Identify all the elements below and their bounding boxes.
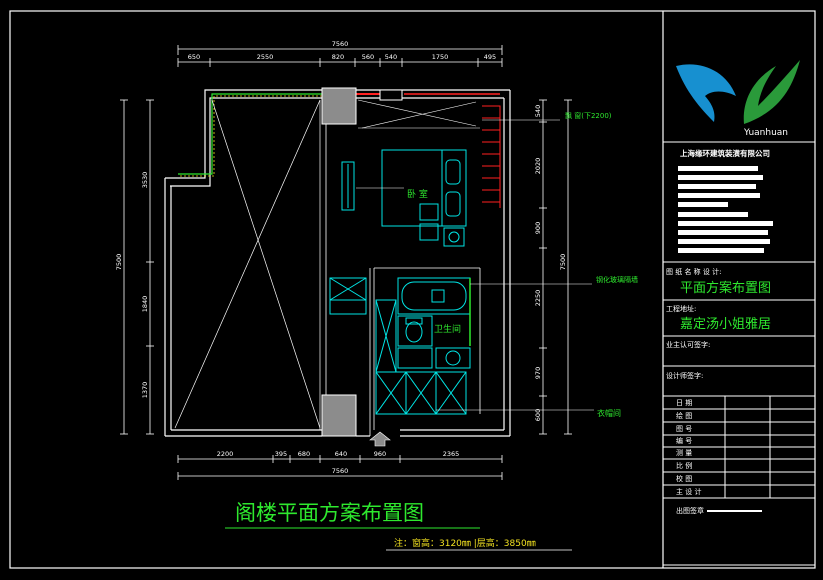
tb-row-label: 编 号	[676, 436, 692, 445]
logo-blue-leaf	[676, 64, 736, 122]
skylight-frame	[379, 89, 403, 101]
drawing-name: 平面方案布置图	[680, 280, 771, 296]
bathtub	[401, 281, 467, 311]
dim-label: 1840	[141, 296, 149, 313]
dim-label: 2365	[443, 450, 460, 458]
dim-label: 960	[374, 450, 386, 458]
dim-label: 2020	[534, 158, 542, 175]
nightstand	[443, 227, 465, 247]
dimension-top-labels: 7560 650 2550 820 560 540 1750 495	[188, 40, 496, 61]
dim-label: 3530	[141, 172, 149, 189]
dim-label: 2250	[534, 290, 542, 307]
tv-cabinet	[341, 161, 355, 211]
dimension-right	[539, 99, 572, 435]
tb-row-lines	[663, 408, 815, 499]
dimension-bottom	[177, 455, 503, 480]
release-stamp-label: 出图签章	[676, 506, 704, 515]
owner-signature-label: 业主认可签字:	[666, 340, 710, 349]
tb-row-label: 绘 图	[676, 411, 692, 420]
staircase	[482, 105, 501, 208]
logo-green-leaf	[743, 60, 800, 124]
dim-label: 560	[362, 53, 374, 61]
dim-label: 2200	[217, 450, 234, 458]
yuanhuan-logo: Yuanhuan	[676, 60, 800, 138]
dim-label: 640	[335, 450, 347, 458]
designer-signature-label: 设计师签字:	[666, 371, 703, 380]
drawing-note: 注：窗高：3120㎜ |层高：3850㎜	[394, 537, 536, 549]
sink	[445, 350, 461, 366]
tb-row-labels: 日 期 绘 图 图 号 编 号 测 量 比 例 校 图 主 设 计	[676, 399, 701, 496]
column	[321, 394, 357, 437]
interior-walls	[325, 124, 481, 436]
title-block: Yuanhuan 上海缘环建筑装潢有限公司 图 纸 名 称 设 计: 平面方案布…	[663, 60, 815, 566]
bedroom	[341, 149, 467, 247]
dim-label: 395	[275, 450, 287, 458]
wall-edge-green	[178, 93, 322, 175]
column	[321, 87, 357, 125]
entry-arrow-icon	[369, 431, 391, 447]
dim-label: 7560	[332, 467, 349, 475]
dim-label: 7500	[115, 254, 123, 271]
release-stamp-line	[707, 510, 762, 512]
logo-brand-text: Yuanhuan	[743, 128, 788, 138]
tb-row-label: 测 量	[676, 449, 692, 457]
tb-row-label: 校 图	[676, 474, 692, 483]
dimension-left	[120, 99, 154, 435]
outer-frame	[9, 10, 816, 569]
dim-label: 540	[385, 53, 397, 61]
room-label-closet: 衣帽间	[597, 408, 621, 418]
dim-label: 900	[534, 222, 542, 234]
outer-walls	[164, 89, 511, 437]
dim-label: 680	[298, 450, 310, 458]
wall-edge-yellow	[180, 95, 322, 177]
dimension-right-labels: 540 2020 900 2250 970 600 7500	[534, 105, 567, 421]
company-name: 上海缘环建筑装潢有限公司	[680, 148, 770, 158]
skylight-hatch	[357, 99, 480, 129]
dim-label: 1370	[141, 382, 149, 399]
dimension-top	[177, 45, 503, 67]
dim-label: 820	[332, 53, 344, 61]
dim-label: 7500	[559, 254, 567, 271]
dimension-bottom-labels: 2200 395 680 640 960 2365 7560	[217, 450, 460, 475]
dim-label: 650	[188, 53, 200, 61]
dim-label: 540	[534, 105, 542, 117]
project-address-label: 工程地址:	[666, 304, 696, 313]
dim-label: 495	[484, 53, 496, 61]
pillow	[445, 191, 461, 217]
room-label-bedroom: 卧 室	[407, 188, 428, 200]
chair	[419, 203, 439, 221]
chair	[419, 223, 439, 241]
bathroom	[397, 277, 471, 369]
dim-label: 7560	[332, 40, 349, 48]
tb-row-label: 主 设 计	[676, 487, 701, 496]
tb-row-label: 日 期	[676, 399, 692, 407]
cabinets	[329, 277, 467, 415]
redacted-info	[678, 166, 773, 253]
room-label-bathroom: 卫生间	[434, 323, 461, 335]
drawing-title: 阁楼平面方案布置图	[235, 501, 424, 525]
skylight-annotation: 飘 窗(下2200)	[565, 111, 612, 120]
tub-faucet	[431, 289, 445, 303]
drawing-name-label: 图 纸 名 称 设 计:	[666, 267, 721, 276]
pillow	[445, 159, 461, 185]
dim-label: 600	[534, 409, 542, 421]
tb-row-label: 图 号	[676, 425, 692, 433]
glass-wall-annotation: 钢化玻璃隔墙	[596, 275, 638, 284]
dim-label: 970	[534, 367, 542, 379]
tb-row-label: 比 例	[676, 461, 692, 470]
dim-label: 2550	[257, 53, 274, 61]
dimension-left-labels: 7500 3530 1840 1370	[115, 172, 149, 399]
toilet	[405, 321, 423, 343]
dim-label: 1750	[432, 53, 449, 61]
project-name: 嘉定汤小姐雅居	[680, 317, 771, 332]
lamp-icon	[448, 231, 460, 243]
void-area	[174, 99, 321, 430]
floor-plan: 7560 650 2550 820 560 540 1750 495 2200 …	[115, 40, 638, 480]
